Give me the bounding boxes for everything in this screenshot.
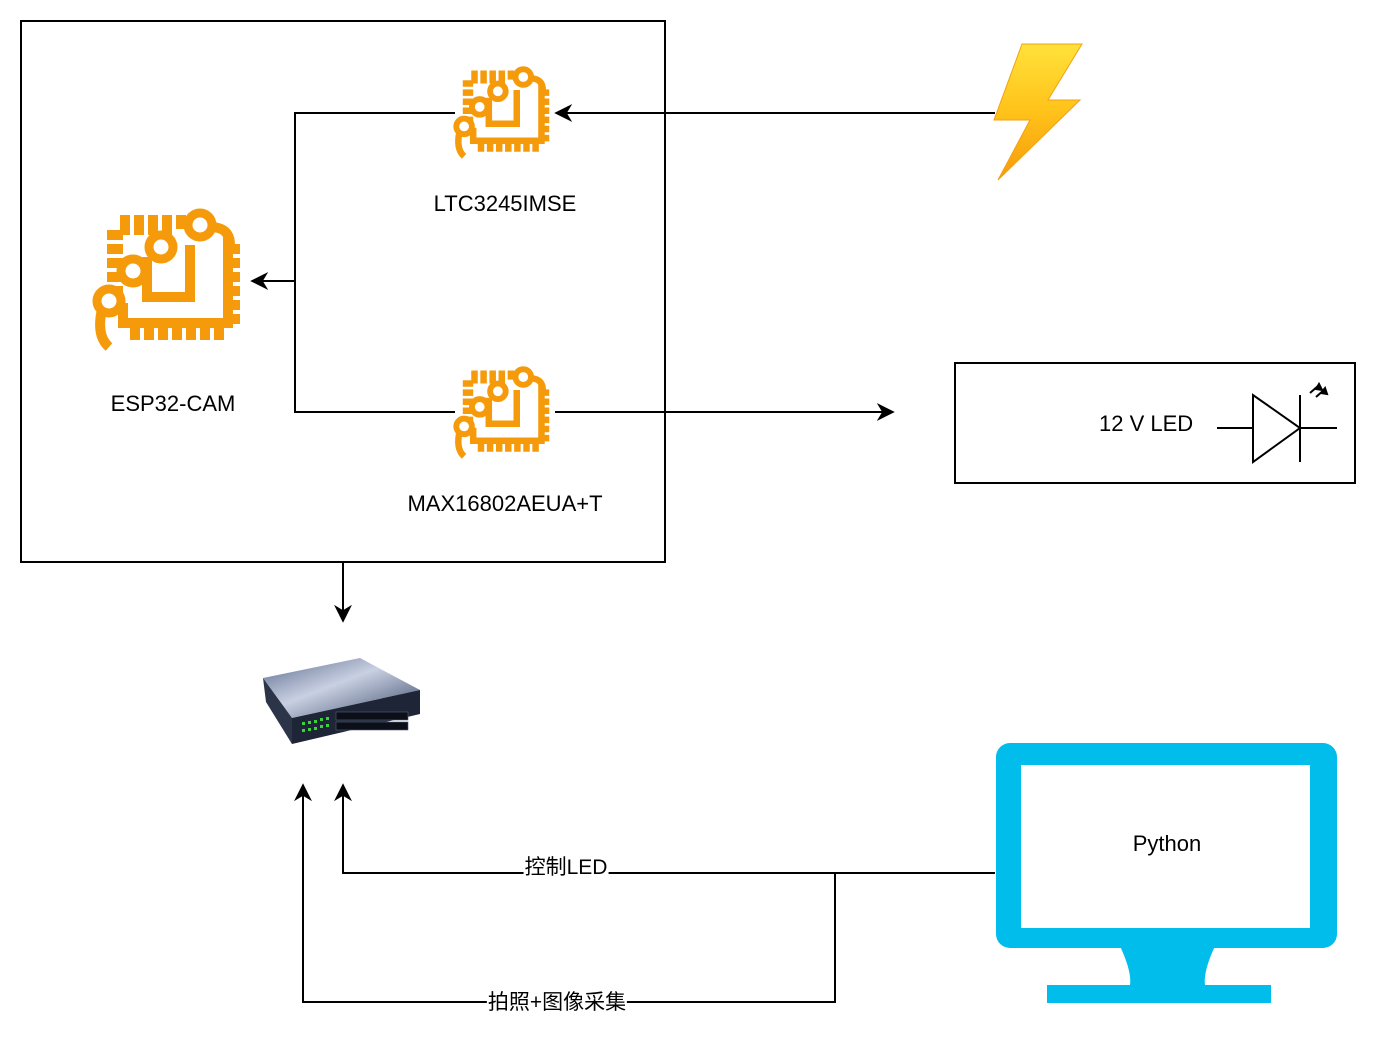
capture-connector xyxy=(294,783,836,1003)
python-label: Python xyxy=(1132,831,1202,856)
capture-edge-label: 拍照+图像采集 xyxy=(486,991,628,1015)
voltage-regulator-chip-icon xyxy=(456,69,549,156)
control-led-connector xyxy=(334,783,995,874)
max-label: MAX16802AEUA+T xyxy=(407,491,603,516)
ltc-to-esp32-connector xyxy=(250,112,455,290)
max-to-esp32-connector xyxy=(294,281,455,413)
computer-monitor-icon xyxy=(996,743,1337,1003)
controller-board-container xyxy=(20,20,666,563)
network-switch-icon xyxy=(263,658,420,744)
led-label: 12 V LED xyxy=(1099,411,1194,436)
esp32-label: ESP32-CAM xyxy=(110,391,236,416)
led-driver-chip-icon xyxy=(456,369,549,456)
led-diode-symbol-icon xyxy=(1217,381,1337,464)
led-box xyxy=(954,362,1356,484)
microcontroller-chip-icon xyxy=(97,213,240,347)
ltc-label: LTC3245IMSE xyxy=(433,191,577,216)
control-led-edge-label: 控制LED xyxy=(523,856,609,880)
lightning-bolt-icon xyxy=(993,43,1083,181)
